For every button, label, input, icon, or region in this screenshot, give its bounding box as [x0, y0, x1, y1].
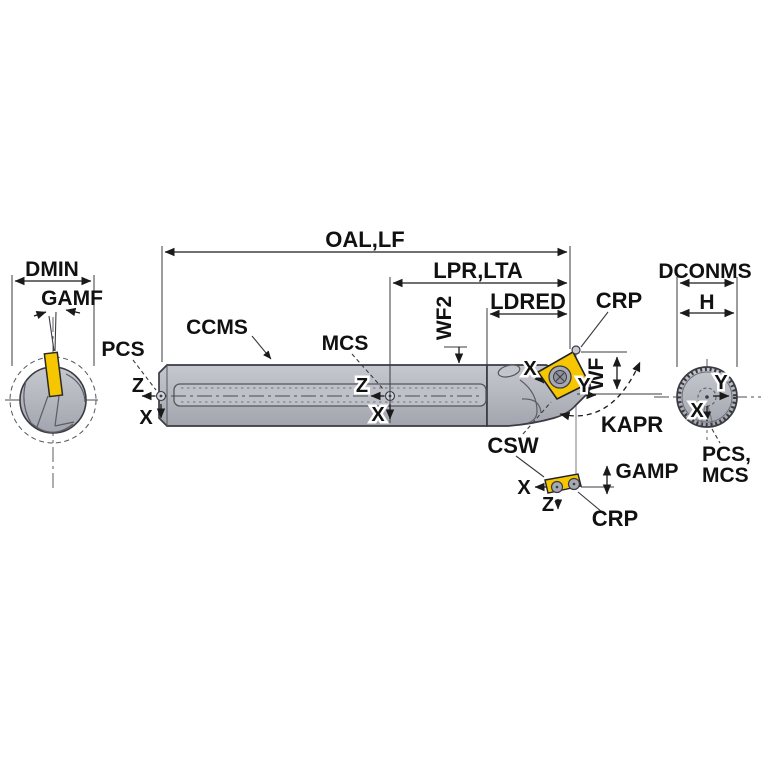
- axis-x-side: X: [517, 477, 531, 499]
- label-gamp: GAMP: [616, 460, 679, 483]
- knurled-rim: [677, 367, 737, 427]
- axis-y-insert: Y: [577, 375, 591, 397]
- label-h: H: [699, 291, 714, 314]
- label-mcs: MCS: [322, 332, 369, 355]
- left-end-view: DMIN GAMF: [5, 258, 103, 488]
- label-kapr: KAPR: [601, 412, 663, 437]
- axis-x-right: X: [690, 400, 704, 422]
- insert-side-view: CSW GAMP CRP: [487, 401, 679, 531]
- label-pcs-mcs-1: PCS,: [702, 443, 751, 466]
- right-end-view: DCONMS H PCS, MCS: [654, 260, 761, 487]
- axis-z-side: Z: [542, 494, 554, 516]
- label-gamf: GAMF: [41, 287, 103, 310]
- axis-x-insert: X: [523, 358, 537, 380]
- label-dconms: DCONMS: [658, 260, 751, 283]
- label-pcs-mcs-2: MCS: [702, 464, 749, 487]
- axis-y-right: Y: [714, 372, 728, 394]
- axis-z-mcs: Z: [356, 375, 368, 397]
- dmin-dashed-circle: [9, 356, 97, 444]
- shank-slot: [173, 383, 487, 407]
- label-pcs: PCS: [101, 338, 144, 361]
- label-csw: CSW: [487, 433, 539, 458]
- head-dimensions: WF KAPR: [559, 351, 665, 439]
- head-recess: [497, 364, 521, 378]
- label-crp-top: CRP: [596, 288, 642, 313]
- top-dimensions: OAL,LF LPR,LTA LDRED WF2 CRP: [161, 227, 642, 423]
- label-crp-bottom: CRP: [592, 506, 638, 531]
- label-oal: OAL,LF: [325, 227, 404, 252]
- label-wf2: WF2: [433, 296, 456, 340]
- label-dmin: DMIN: [25, 258, 79, 281]
- axis-x-pcs: X: [139, 407, 153, 429]
- crp-point: [571, 345, 581, 355]
- main-callouts: PCS CCMS MCS: [101, 316, 385, 391]
- label-ldred: LDRED: [490, 289, 566, 314]
- axis-x-mcs: X: [371, 404, 385, 426]
- label-ccms: CCMS: [186, 316, 248, 339]
- axis-z-pcs: Z: [132, 375, 144, 397]
- label-lpr: LPR,LTA: [433, 258, 523, 283]
- axis-markers: Z X Z X X Y Y X X Z: [129, 356, 730, 519]
- insert-front-view: [43, 351, 64, 398]
